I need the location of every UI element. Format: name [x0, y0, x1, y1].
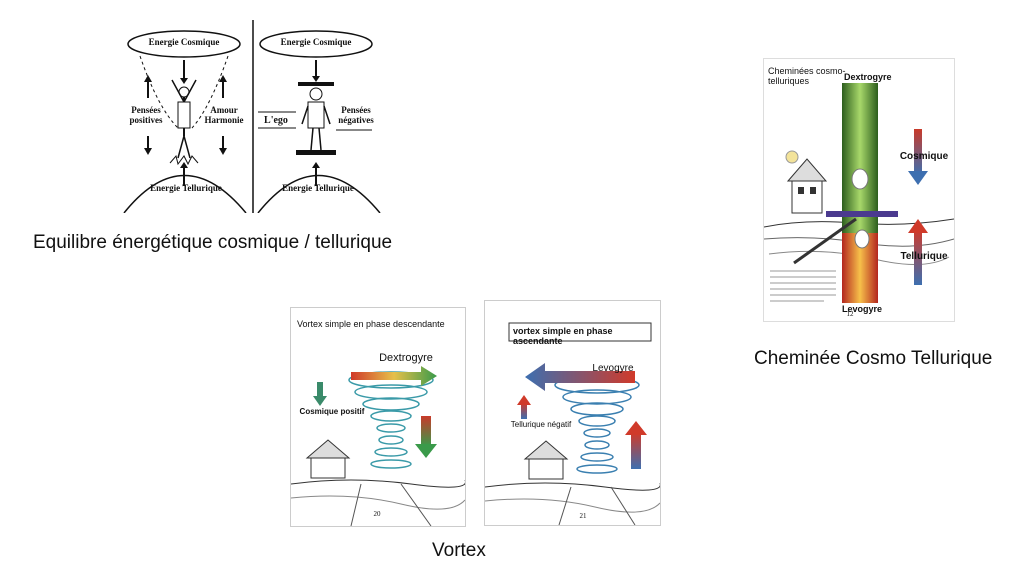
left-side-right-label: Amour Harmonie — [204, 105, 244, 125]
vortex-ascending-title: vortex simple en phase ascendante — [513, 326, 613, 346]
equilibre-figure: Energie Cosmique Energie Tellurique Pens… — [118, 18, 388, 213]
vortex-ascending-spin-label: Levogyre — [592, 363, 634, 374]
cheminee-page-number: 12 — [846, 310, 854, 318]
vortex-descending-spin-label: Dextrogyre — [379, 352, 433, 364]
vortex-descending-title: Vortex simple en phase descendante — [297, 319, 445, 329]
vortex-descending-flow-label: Cosmique positif — [299, 407, 365, 416]
cheminee-bottom-label: Levogyre — [841, 304, 883, 314]
left-top-label: Energie Cosmique — [148, 37, 220, 47]
right-side-right-label: Pensées négatives — [338, 105, 374, 125]
left-side-left-label: Pensées positives — [129, 105, 163, 125]
vortex-descending-diagram — [291, 366, 465, 526]
vortex-ascending-flow-label: Tellurique négatif — [510, 420, 572, 429]
cheminee-top-label: Dextrogyre — [844, 72, 892, 82]
cheminee-figure: Cheminées cosmo-telluriques Dextrogyre C… — [763, 58, 955, 322]
equilibre-diagram — [123, 20, 381, 213]
vortex-caption: Vortex — [432, 540, 486, 561]
left-bottom-label: Energie Tellurique — [150, 183, 222, 193]
vortex-ascending-figure: vortex simple en phase ascendante Levogy… — [484, 300, 661, 526]
vortex-descending-figure: Vortex simple en phase descendante Dextr… — [290, 307, 466, 527]
vortex-descending-page: 20 — [373, 510, 381, 518]
vortex-ascending-diagram — [485, 322, 660, 525]
cheminee-caption: Cheminée Cosmo Tellurique — [754, 348, 993, 369]
right-side-left-label: L'ego — [264, 115, 288, 126]
vortex-ascending-page: 21 — [579, 512, 587, 520]
cheminee-title: Cheminées cosmo-telluriques — [768, 66, 846, 86]
cheminee-cosmic-label: Cosmique — [899, 151, 949, 162]
right-bottom-label: Energie Tellurique — [282, 183, 354, 193]
right-top-label: Energie Cosmique — [280, 37, 352, 47]
equilibre-caption: Equilibre énergétique cosmique / telluri… — [33, 232, 393, 253]
cheminee-telluric-label: Tellurique — [900, 251, 948, 262]
cheminee-diagram — [764, 83, 954, 303]
